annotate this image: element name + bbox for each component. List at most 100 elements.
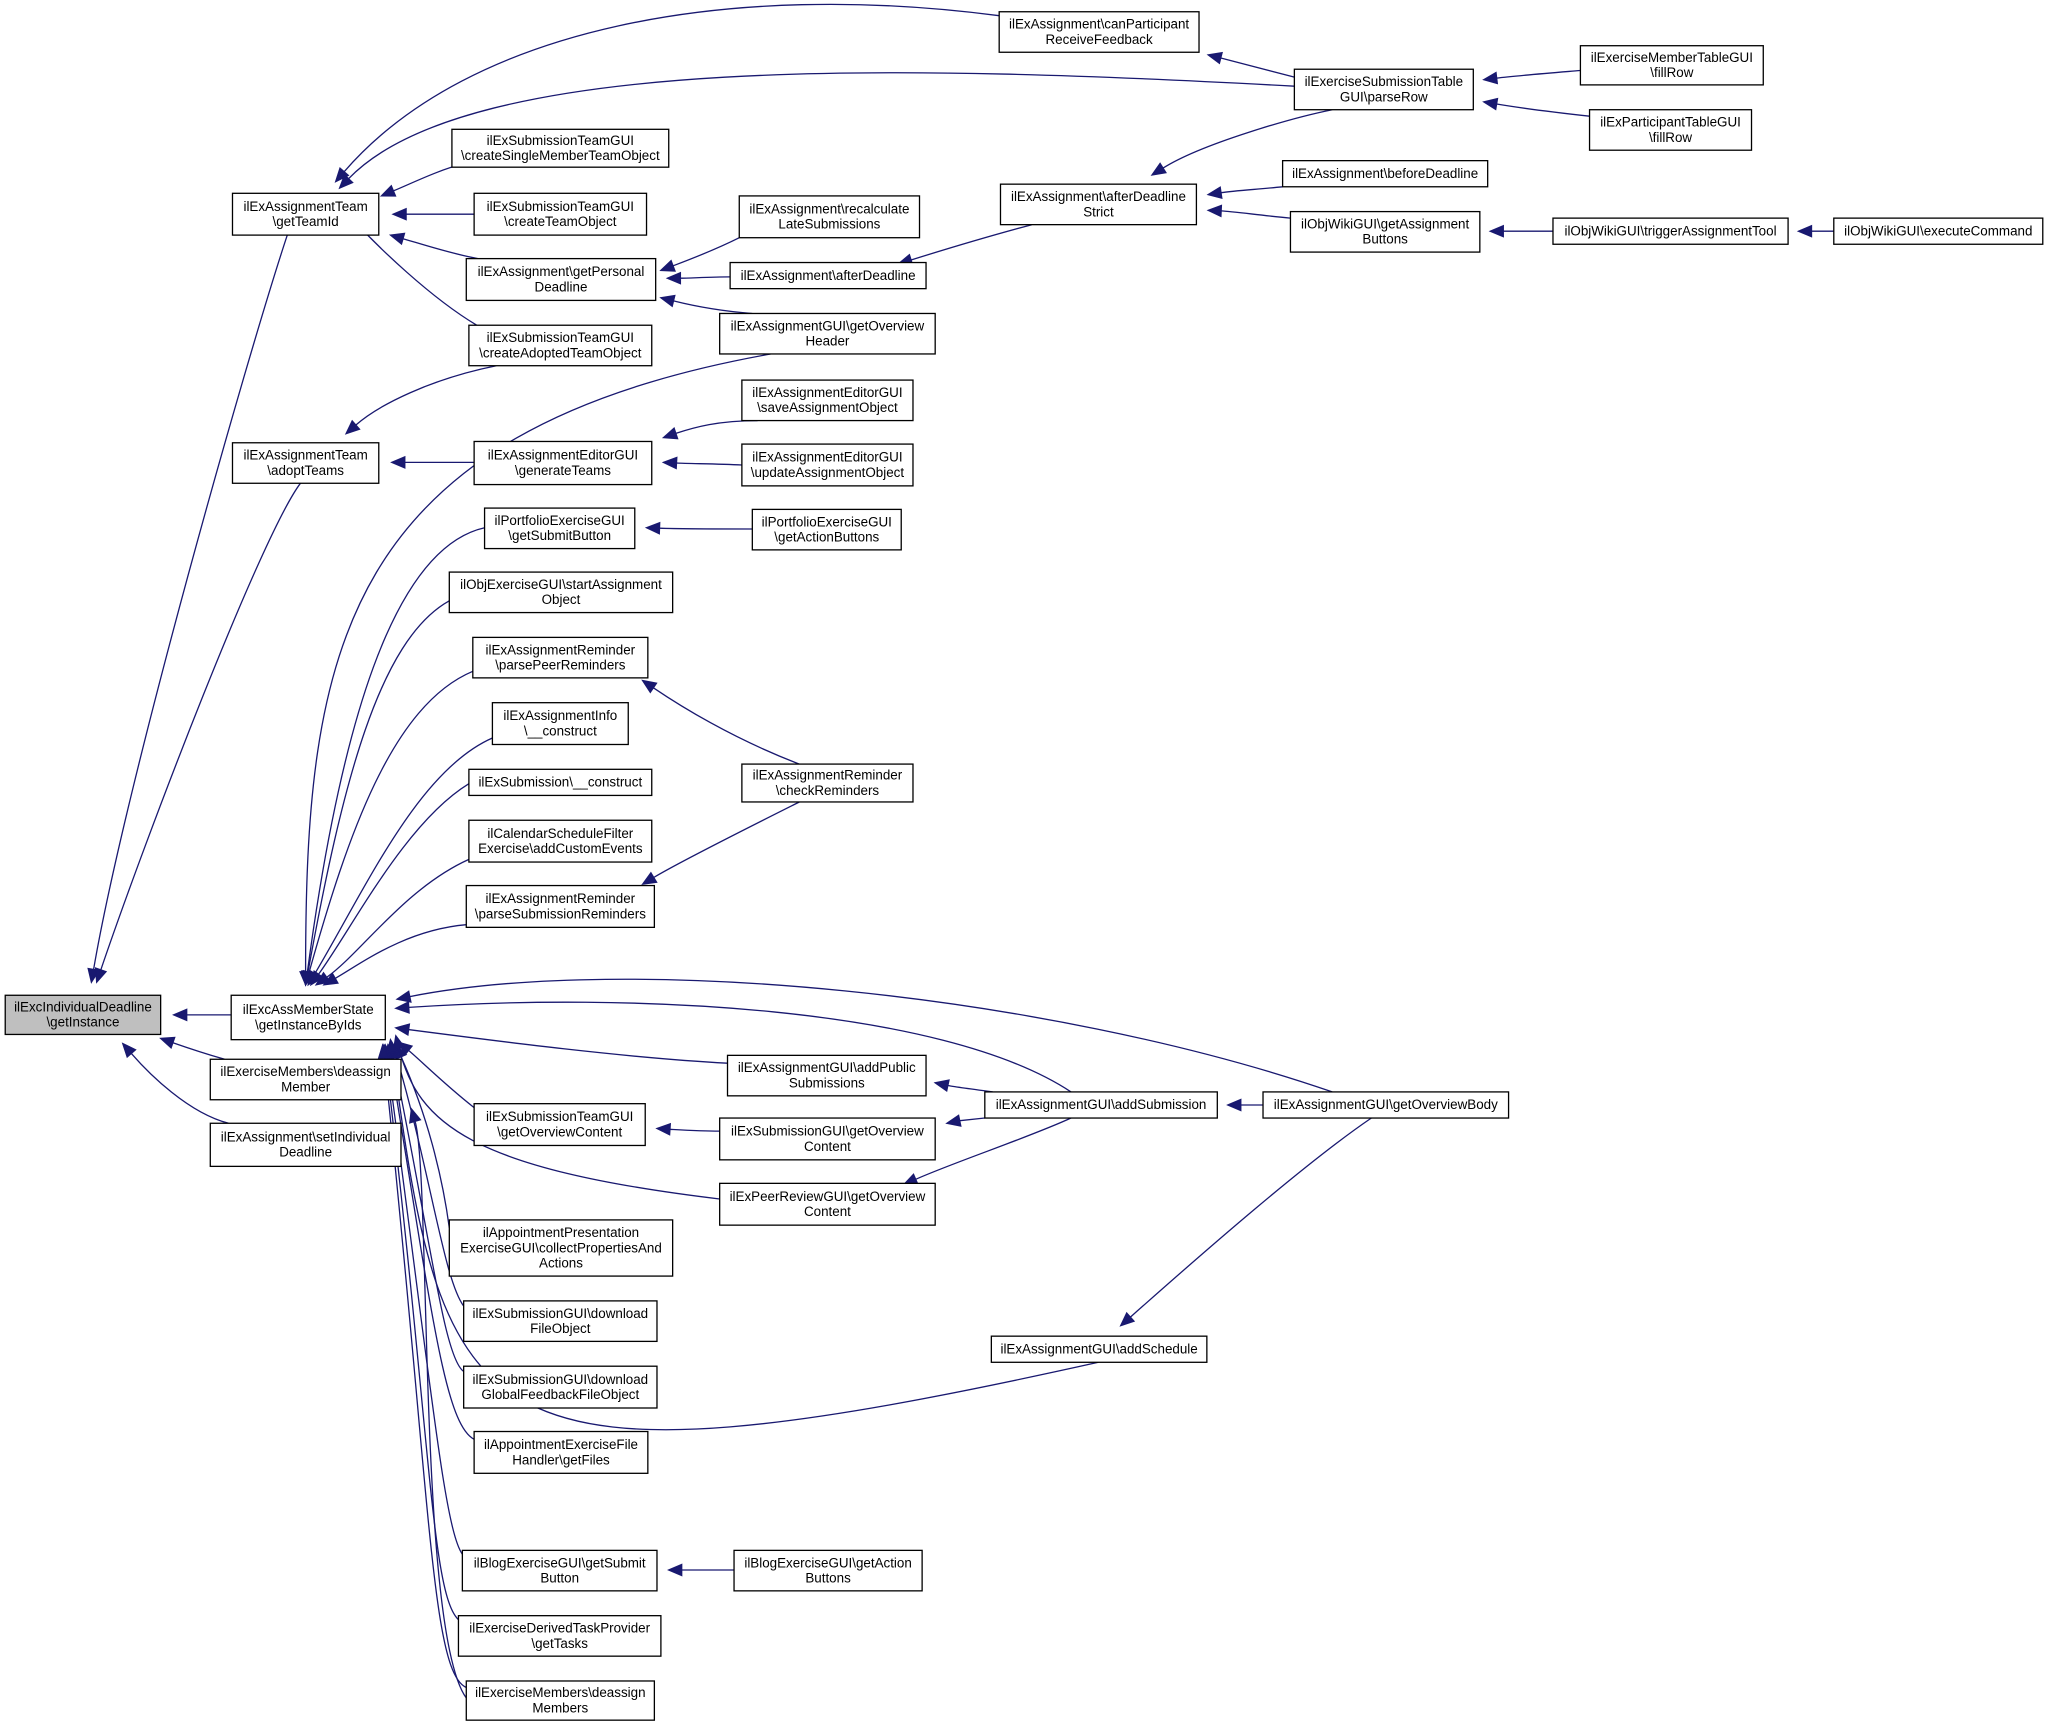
node-box: [465, 884, 656, 928]
edge-arrowhead: [334, 166, 350, 183]
graph-node-n30[interactable]: ilExAssignmentEditorGUI\saveAssignmentOb…: [741, 379, 914, 422]
node-label-line: Member: [281, 1079, 331, 1094]
graph-node-n9[interactable]: ilExSubmissionTeamGUI\createAdoptedTeamO…: [468, 324, 653, 367]
edge-n40-to-n36: [902, 1117, 1072, 1186]
graph-node-n33[interactable]: ilExAssignmentReminder\checkReminders: [741, 763, 914, 803]
edge-line: [408, 1049, 475, 1109]
node-label-line: ilExAssignmentReminder: [753, 768, 903, 783]
node-label-line: ilExcAssMemberState: [243, 1002, 374, 1017]
edge-arrowhead: [1119, 1311, 1136, 1327]
graph-node-n28[interactable]: ilExAssignment\afterDeadline: [729, 261, 927, 290]
graph-node-n11[interactable]: ilPortfolioExerciseGUI\getSubmitButton: [483, 507, 636, 550]
graph-node-n3[interactable]: ilExcAssMemberState\getInstanceByIds: [230, 994, 386, 1041]
edge-n32-to-n11: [644, 521, 753, 535]
edge-n46-to-n41: [1119, 1117, 1372, 1327]
edge-n31-to-n10: [661, 456, 742, 470]
node-label-line: \fillRow: [1649, 130, 1692, 145]
node-label-line: \parseSubmissionReminders: [475, 906, 646, 921]
node-box: [1579, 45, 1764, 86]
graph-node-n31[interactable]: ilExAssignmentEditorGUI\updateAssignment…: [741, 443, 914, 487]
graph-node-n10[interactable]: ilExAssignmentEditorGUI\generateTeams: [473, 440, 653, 486]
graph-node-n40[interactable]: ilExAssignmentGUI\addSubmission: [984, 1091, 1218, 1119]
graph-node-n35[interactable]: ilExSubmissionGUI\getOverviewContent: [719, 1117, 936, 1161]
edge-arrowhead: [159, 1036, 176, 1050]
graph-node-n19[interactable]: ilAppointmentPresentationExerciseGUI\col…: [448, 1219, 674, 1277]
graph-node-n18[interactable]: ilExSubmissionTeamGUI\getOverviewContent: [473, 1103, 646, 1147]
graph-node-n21[interactable]: ilExSubmissionGUI\downloadGlobalFeedback…: [463, 1365, 658, 1409]
graph-node-n37[interactable]: ilBlogExerciseGUI\getActionButtons: [733, 1549, 923, 1592]
graph-node-n17[interactable]: ilExAssignmentReminder\parseSubmissionRe…: [465, 884, 656, 928]
graph-node-n23[interactable]: ilBlogExerciseGUI\getSubmitButton: [461, 1549, 658, 1592]
graph-node-n15[interactable]: ilExSubmission\__construct: [468, 768, 653, 797]
edge-line: [1129, 1117, 1372, 1318]
node-box: [483, 507, 636, 550]
graph-node-n32[interactable]: ilPortfolioExerciseGUI\getActionButtons: [751, 508, 902, 551]
edge-line: [402, 238, 479, 260]
graph-node-n27[interactable]: ilExAssignment\recalculateLateSubmission…: [738, 195, 921, 239]
graph-node-n41[interactable]: ilExAssignmentGUI\addSchedule: [990, 1335, 1208, 1363]
graph-node-n6[interactable]: ilExSubmissionTeamGUI\createSingleMember…: [451, 128, 670, 168]
edge-n37-to-n23: [667, 1563, 734, 1577]
graph-node-n44[interactable]: ilExAssignment\beforeDeadline: [1281, 160, 1489, 188]
graph-node-n2[interactable]: ilExAssignmentTeam\adoptTeams: [231, 442, 380, 484]
edge-line: [343, 3, 1000, 173]
edge-line: [1496, 103, 1590, 117]
graph-node-n1[interactable]: ilExAssignmentTeam\getTeamId: [231, 192, 380, 236]
graph-node-n13[interactable]: ilExAssignmentReminder\parsePeerReminder…: [472, 636, 649, 679]
graph-node-n24[interactable]: ilExerciseDerivedTaskProvider\getTasks: [457, 1615, 662, 1657]
edge-line: [383, 1057, 467, 1689]
node-label-line: ilExSubmissionGUI\download: [472, 1306, 648, 1321]
node-label-line: \parsePeerReminders: [495, 657, 626, 672]
edge-n43-to-n38: [1482, 97, 1590, 117]
node-label-line: \createSingleMemberTeamObject: [461, 148, 660, 163]
node-label-line: \adoptTeams: [267, 463, 344, 478]
node-label-line: Button: [540, 1570, 579, 1585]
node-label-line: ilExSubmissionGUI\download: [472, 1372, 648, 1387]
graph-node-n16[interactable]: ilCalendarScheduleFilterExercise\addCust…: [468, 819, 653, 863]
graph-node-n36[interactable]: ilExPeerReviewGUI\getOverviewContent: [719, 1182, 936, 1226]
edge-arrowhead: [1482, 71, 1499, 85]
graph-node-n47[interactable]: ilObjWikiGUI\triggerAssignmentTool: [1552, 217, 1789, 245]
graph-node-n42[interactable]: ilExerciseMemberTableGUI\fillRow: [1579, 45, 1764, 86]
graph-node-root[interactable]: ilExcIndividualDeadline\getInstance: [4, 994, 162, 1036]
node-label-line: ilBlogExerciseGUI\getSubmit: [474, 1555, 646, 1570]
graph-node-n46[interactable]: ilExAssignmentGUI\getOverviewBody: [1262, 1091, 1510, 1119]
edge-n48-to-n47: [1796, 224, 1834, 238]
graph-node-n48[interactable]: ilObjWikiGUI\executeCommand: [1833, 217, 2044, 245]
node-label-line: GUI\parseRow: [1340, 89, 1428, 104]
edge-arrowhead: [377, 1043, 391, 1060]
node-box: [984, 1091, 1218, 1119]
edge-n46-to-n3: [395, 978, 1333, 1093]
node-box: [491, 702, 629, 746]
node-label-line: ilExAssignment\setIndividual: [221, 1129, 391, 1144]
node-label-line: \getSubmitButton: [508, 528, 611, 543]
node-box: [719, 1117, 936, 1161]
edge-n2-to-root: [94, 482, 301, 984]
graph-node-n43[interactable]: ilExParticipantTableGUI\fillRow: [1588, 109, 1753, 151]
node-label-line: \getOverviewContent: [497, 1124, 622, 1139]
edge-line: [384, 1057, 459, 1621]
edge-line: [348, 72, 1295, 180]
node-label-line: ilExSubmissionTeamGUI: [486, 1109, 633, 1124]
graph-node-n22[interactable]: ilAppointmentExerciseFileHandler\getFile…: [473, 1430, 649, 1474]
edge-line: [959, 1117, 985, 1122]
node-label-line: Deadline: [535, 279, 588, 294]
graph-node-n14[interactable]: ilExAssignmentInfo\__construct: [491, 702, 629, 746]
graph-node-n26[interactable]: ilExAssignment\canParticipantReceiveFeed…: [998, 11, 1200, 53]
graph-node-n7[interactable]: ilExSubmissionTeamGUI\createTeamObject: [473, 192, 648, 236]
node-label-line: ilExerciseDerivedTaskProvider: [469, 1621, 650, 1636]
edge-n3-to-root: [172, 1008, 232, 1022]
node-label-line: ilExAssignmentGUI\addSubmission: [996, 1097, 1207, 1112]
edge-arrowhead: [641, 679, 658, 694]
